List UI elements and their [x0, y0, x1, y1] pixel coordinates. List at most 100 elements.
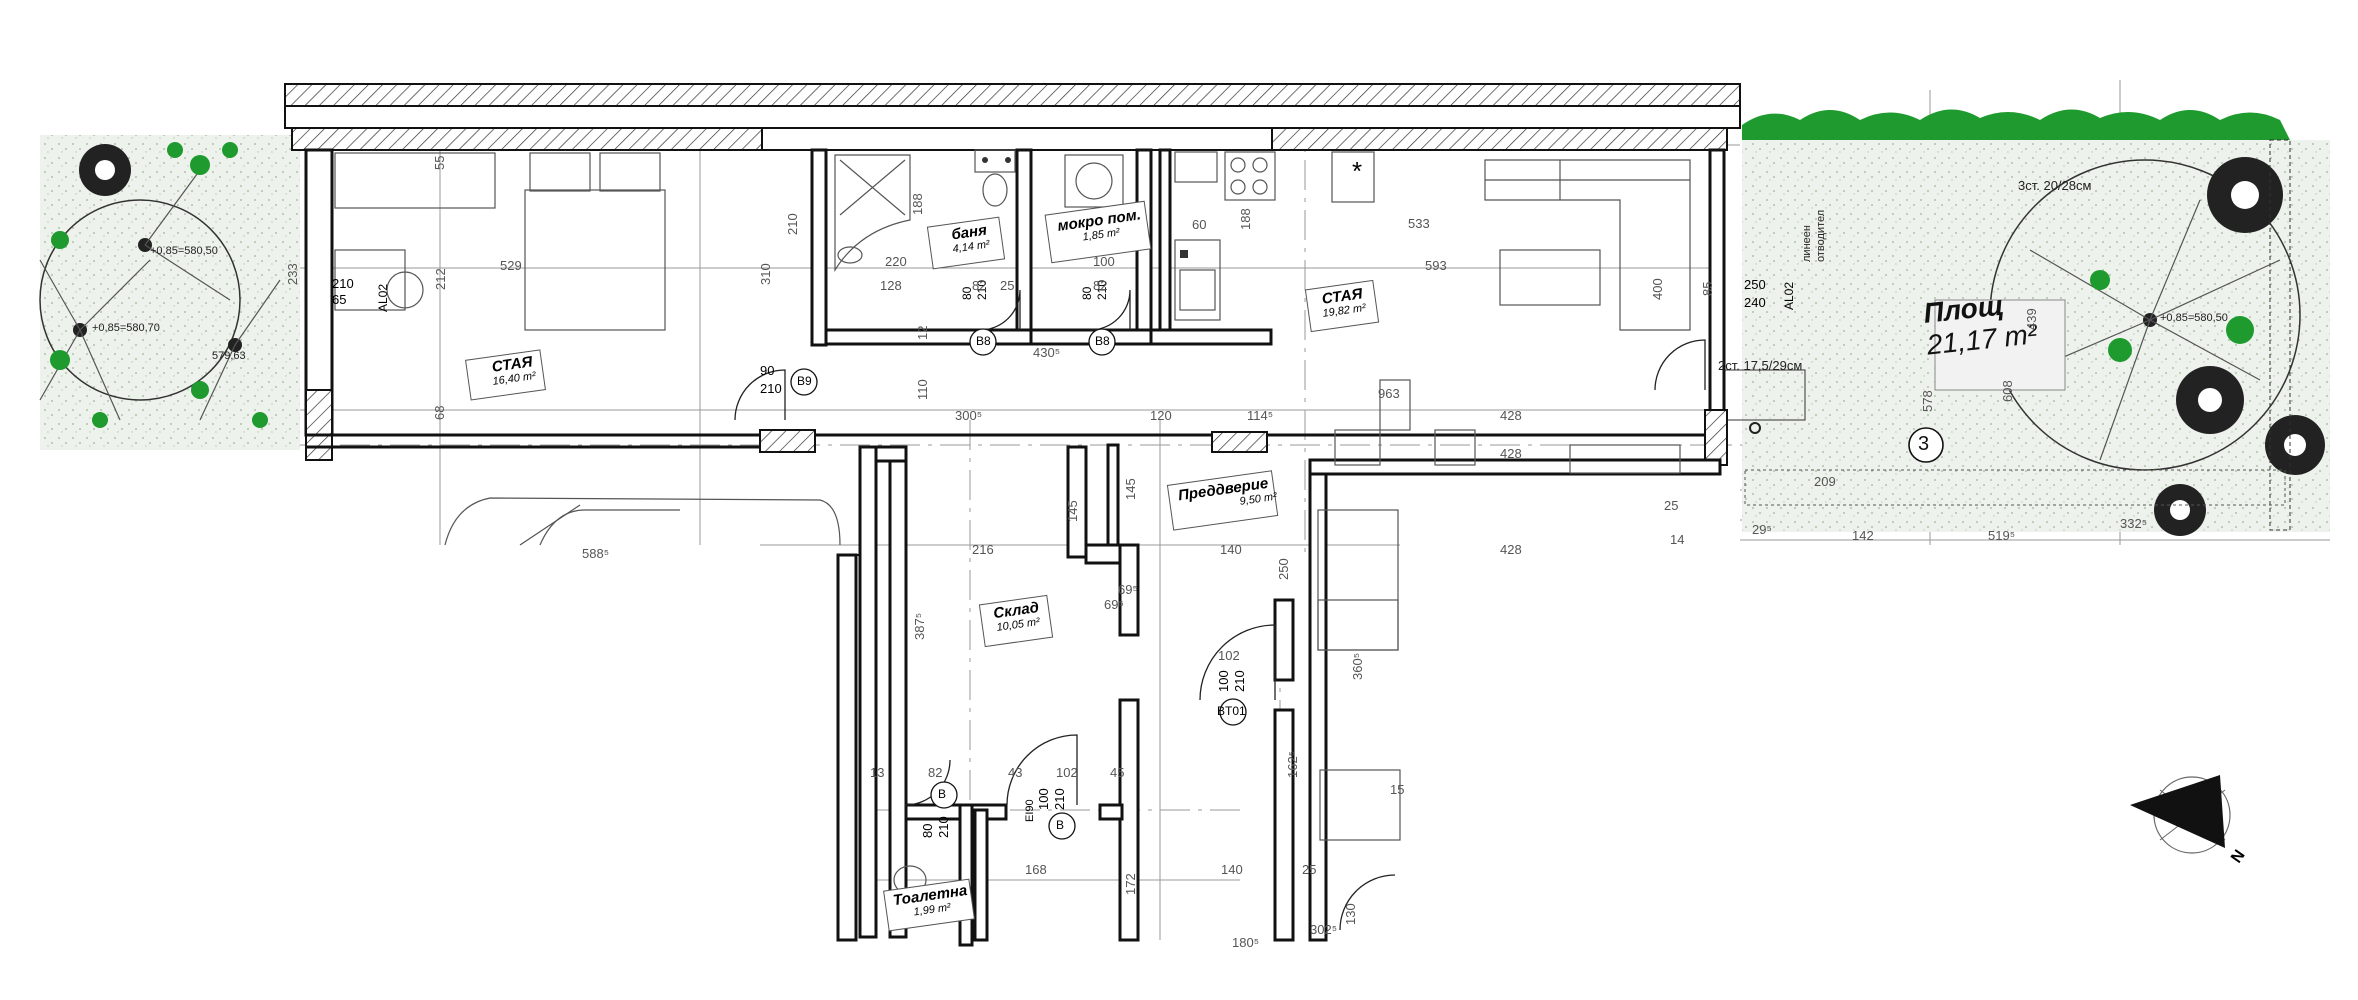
- terrace-label: Площ 21,17 m²: [1922, 286, 2039, 361]
- door-code: BT01: [1217, 704, 1246, 718]
- window-a: 210: [332, 276, 354, 291]
- window-b: 240: [1744, 295, 1766, 310]
- furniture: [334, 149, 1691, 910]
- dimension-label: 114⁵: [1247, 408, 1274, 423]
- dimension-label: 82: [1093, 278, 1108, 293]
- dimension-label: 69⁵: [1118, 582, 1138, 597]
- door-code: B8: [976, 334, 991, 348]
- compass-icon: [2130, 775, 2231, 854]
- doors: [734, 289, 1706, 931]
- door-size: 80 210: [920, 816, 952, 838]
- dimension-label: 145: [1065, 500, 1080, 522]
- door-tag: B: [938, 787, 946, 801]
- dimension-label: 25: [1000, 278, 1015, 293]
- dimension-label: 110: [915, 379, 930, 400]
- room-label-boxes: [465, 200, 1380, 932]
- door-width: 80: [920, 823, 935, 838]
- door-height: 210: [1232, 670, 1247, 692]
- dimension-label: 250: [1276, 558, 1291, 580]
- dimension-label: 593: [1425, 258, 1447, 273]
- dimension-label: 212: [433, 268, 448, 290]
- door-width: 90: [760, 363, 775, 378]
- roof-overhang: [284, 83, 1741, 129]
- door-tag: BT01: [1217, 704, 1246, 718]
- dimension-label: 168: [1025, 862, 1047, 877]
- door-size: 100 210: [1036, 788, 1068, 810]
- dimension-label: 55: [432, 155, 447, 170]
- dimension-label: 69⁵: [1104, 597, 1124, 612]
- asterisk-mark: *: [1352, 156, 1363, 186]
- dimension-label: 15: [1390, 782, 1405, 797]
- dimension-label: 102: [1218, 648, 1240, 663]
- dimension-label: 140: [1221, 862, 1243, 877]
- level-mark: +0,85=580,50: [150, 245, 218, 257]
- dimension-label: 29⁵: [1752, 522, 1772, 537]
- door-code: B8: [1095, 334, 1110, 348]
- fire-rating-label: EI90: [1024, 799, 1036, 822]
- dimension-label: 310: [758, 263, 773, 285]
- dimension-label: 220: [885, 254, 907, 269]
- dimension-label: 209: [1814, 474, 1836, 489]
- dimension-label: 100: [1093, 254, 1115, 269]
- dimension-label: 430⁵: [1033, 345, 1061, 360]
- dimension-label: 608: [2000, 380, 2015, 402]
- dimension-label: 60: [1192, 217, 1207, 232]
- dimension-label: 12: [915, 325, 930, 340]
- dimension-label: 360⁵: [1350, 652, 1365, 680]
- dimension-label: 210: [785, 213, 800, 235]
- dimension-label: 180⁵: [1232, 935, 1260, 950]
- stair-note: 2ст. 17,5/29см: [1718, 358, 1803, 373]
- dimension-label: 130: [1343, 903, 1358, 925]
- door-height: 210: [760, 381, 782, 396]
- dimension-label: 216: [972, 542, 994, 557]
- dimension-label: 300⁵: [955, 408, 983, 423]
- dimension-label: 387⁵: [912, 612, 927, 640]
- door-code: B: [1056, 818, 1065, 832]
- dimension-label: 45: [1110, 765, 1125, 780]
- dimension-label: 533: [1408, 216, 1430, 231]
- dimension-label: 578: [1920, 390, 1935, 412]
- zone-marker-circle: [1908, 427, 1944, 463]
- dimension-label: 128: [880, 278, 902, 293]
- dimension-label: 172: [1123, 873, 1138, 895]
- terrace-garden: [1714, 109, 2330, 536]
- door-height: 210: [1052, 788, 1067, 810]
- dimension-label: 142: [1852, 528, 1874, 543]
- door-width: 100: [1216, 670, 1231, 692]
- level-mark: 579,63: [212, 350, 246, 362]
- garden-left: [39, 135, 300, 450]
- dimension-label: 25: [1664, 498, 1679, 513]
- dimension-label: 439: [2024, 308, 2039, 330]
- level-mark: +0,85=580,50: [2160, 312, 2228, 324]
- dimension-label: 233: [285, 263, 300, 285]
- door-width: 100: [1036, 788, 1051, 810]
- dimension-label: 120: [1150, 408, 1172, 423]
- door-tag: B8: [976, 334, 991, 348]
- dimension-label: 519⁵: [1988, 528, 2016, 543]
- door-code: B9: [797, 374, 812, 388]
- dimension-label: 82: [928, 765, 943, 780]
- window-code: AL02: [376, 283, 390, 312]
- door-tag: B9: [797, 374, 812, 388]
- dimension-label: 529: [500, 258, 522, 273]
- vertical-note: линеен отводител: [1800, 210, 1828, 262]
- dimension-label: 140: [1220, 542, 1242, 557]
- dimension-label: 102: [1056, 765, 1078, 780]
- door-size: 100 210: [1216, 670, 1248, 692]
- dimension-label: 25: [1302, 862, 1317, 877]
- dimension-label: 400: [1650, 278, 1665, 300]
- window-code: AL02: [1782, 281, 1796, 310]
- door-size: 90 210: [760, 362, 782, 398]
- dimension-label: 145: [1123, 478, 1138, 500]
- dimension-label: 963: [1378, 386, 1400, 401]
- stair-note: 3ст. 20/28см: [2018, 178, 2092, 193]
- dimension-label: 85: [1700, 281, 1715, 296]
- dimension-label: 588⁵: [582, 546, 610, 561]
- door-tag: B8: [1095, 334, 1110, 348]
- dimension-label: 43: [1008, 765, 1023, 780]
- window-a: 250: [1744, 277, 1766, 292]
- dimension-label: 428: [1500, 542, 1522, 557]
- dimension-label: 14: [1670, 532, 1685, 547]
- dimension-label: 188: [910, 193, 925, 215]
